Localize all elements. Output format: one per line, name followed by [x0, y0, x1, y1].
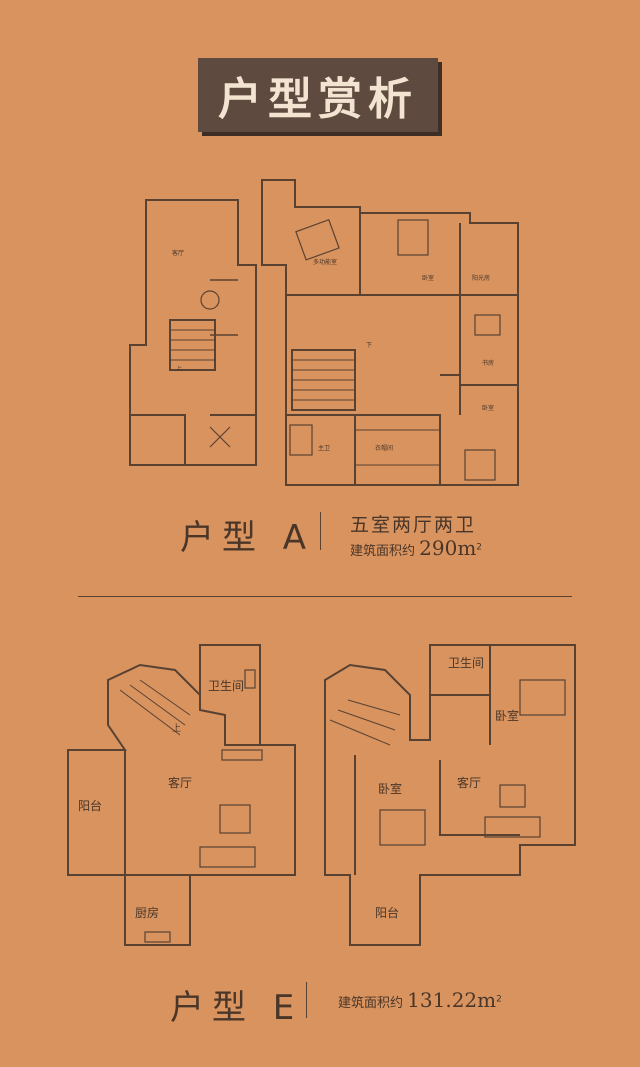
floor-plan-a: 客厅 上 多功能室 卧室 阳光房 书房 卧室 主卫 衣帽间 下 [129, 179, 519, 486]
plan-e-area-sup: 2 [496, 994, 502, 1005]
page-title: 户型赏析 [198, 58, 438, 132]
plan-e-left-kitchen-label: 厨房 [135, 905, 159, 920]
plan-e-left-outline [67, 644, 296, 946]
plan-a-dining-table-icon [200, 290, 220, 310]
plan-e-area: 建筑面积约 131.22m2 [338, 988, 502, 1012]
floor-plan-e: 卫生间 阳台 客厅 厨房 上 卫生间 卧室 卧室 客厅 阳台 [67, 644, 576, 946]
plan-e-left-bed-icon [379, 809, 426, 846]
plan-a-area-value: 290m [419, 536, 477, 560]
plan-a-living-label: 客厅 [172, 249, 184, 257]
plan-a-left-outline [129, 199, 257, 466]
plan-e-left-stairs-label: 上 [172, 723, 181, 734]
plan-a-bathtub-icon [289, 424, 313, 456]
plan-a-layout: 五室两厅两卫 [350, 514, 477, 536]
plan-a-main-bath-label: 主卫 [318, 444, 330, 452]
plan-e-left-bath-label: 卫生间 [208, 679, 244, 693]
plan-e-left-tv-icon [221, 749, 263, 761]
plan-e-right-bed-top-label: 卧室 [495, 708, 519, 723]
plan-e-right-bed-left-label: 卧室 [378, 781, 402, 796]
plan-e-right-table-icon [499, 784, 526, 808]
plan-a-bed1-icon [397, 219, 429, 256]
plan-e-left-sofa-icon [199, 846, 256, 868]
plan-e-name: 户型 E [170, 988, 303, 1028]
plan-a-study-label: 书房 [482, 359, 494, 367]
plan-a-sun-label: 阳光房 [472, 274, 490, 282]
plan-a-area: 建筑面积约 290m2 [350, 536, 482, 560]
section-divider [78, 596, 572, 597]
plan-a-area-sup: 2 [476, 542, 483, 553]
plan-a-name: 户型 A [180, 518, 315, 558]
plan-a-piano-icon [295, 218, 340, 261]
plan-e-right-balcony-label: 阳台 [375, 905, 399, 920]
plan-e-left-table-icon [219, 804, 251, 834]
plan-e-right-bath-label: 卫生间 [448, 656, 484, 670]
plan-a-stairs-down-label: 下 [366, 342, 372, 349]
plan-e-right-sofa-icon [484, 816, 541, 838]
plan-e-separator [306, 982, 307, 1018]
plan-e-right-bed-icon [519, 679, 566, 716]
plan-e-right-outline [324, 644, 576, 946]
plan-a-bed2-label: 卧室 [482, 404, 494, 412]
plan-a-stairs-up-label: 上 [176, 365, 182, 373]
plan-a-desk-icon [474, 314, 501, 336]
plan-e-left-toilet-icon [244, 669, 256, 689]
plan-e-left-sink-icon [144, 931, 171, 943]
plan-a-separator [320, 512, 321, 550]
plan-a-table-icon [209, 426, 231, 448]
plan-e-area-label: 建筑面积约 [338, 996, 404, 1011]
plan-e-left-balcony-label: 阳台 [78, 798, 102, 813]
plan-e-area-value: 131.22m [407, 988, 497, 1012]
plan-a-closet-label: 衣帽间 [375, 444, 393, 452]
plan-a-stairs [169, 319, 216, 371]
plan-e-right-living-label: 客厅 [457, 775, 481, 790]
plan-a-right-outline [261, 179, 519, 486]
page-title-text: 户型赏析 [218, 74, 418, 125]
plan-a-bed1-label: 卧室 [422, 274, 434, 282]
plan-a-area-label: 建筑面积约 [350, 544, 416, 559]
plan-e-left-living-label: 客厅 [168, 775, 192, 790]
plan-a-multi-label: 多功能室 [313, 258, 337, 266]
plan-a-bed2-icon [464, 449, 496, 481]
